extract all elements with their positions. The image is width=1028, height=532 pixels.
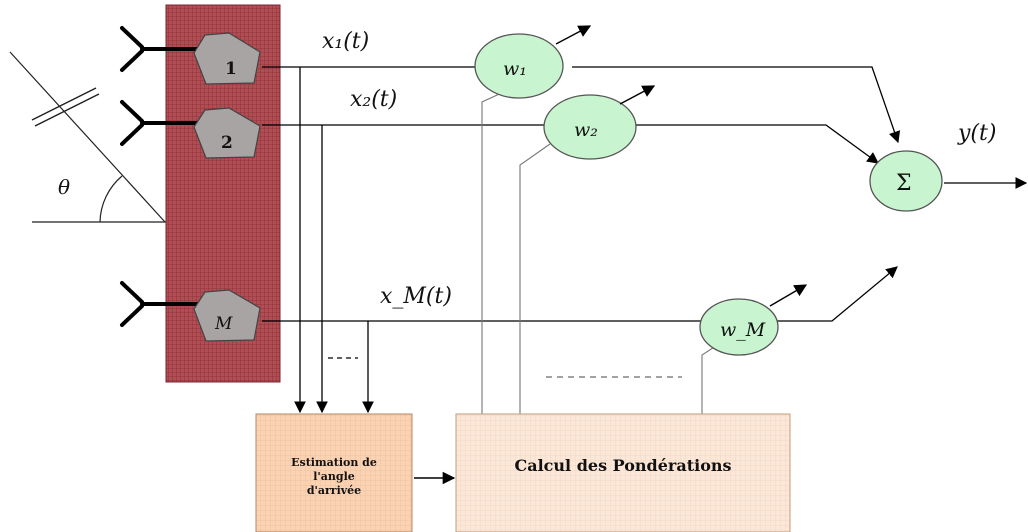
angle-arc bbox=[99, 175, 123, 223]
signal-line-m bbox=[262, 267, 897, 322]
element-2-label: 2 bbox=[221, 133, 233, 153]
element-1-hexagon bbox=[193, 32, 261, 85]
weight-w1-adjust-arrow bbox=[555, 25, 592, 45]
weight-w2-adjust-arrow bbox=[619, 85, 656, 105]
element-2-hexagon bbox=[193, 107, 261, 159]
weight-w1-node bbox=[474, 33, 564, 99]
weight-w2-label: w₂ bbox=[574, 119, 598, 141]
weight-w2-node bbox=[543, 94, 637, 160]
wavefront-line-b bbox=[34, 93, 100, 127]
element-1-label: 1 bbox=[225, 59, 237, 79]
signal-x1-label: x₁(t) bbox=[322, 29, 369, 54]
estimation-block bbox=[255, 413, 413, 532]
estimation-line-3: d'arrivée bbox=[307, 484, 361, 497]
summation-symbol: Σ bbox=[896, 171, 912, 196]
weight-wm-node bbox=[699, 298, 779, 356]
weight-wm-label: w_M bbox=[720, 319, 766, 341]
calcul-label: Calcul des Pondérations bbox=[515, 456, 732, 475]
calcul-block bbox=[455, 413, 791, 532]
output-label: y(t) bbox=[957, 121, 996, 146]
angle-label: θ bbox=[58, 175, 70, 199]
tap-lines bbox=[294, 67, 374, 414]
summation-node bbox=[869, 150, 943, 212]
signal-xm-label: x_M(t) bbox=[380, 284, 452, 309]
wavefront-line-a bbox=[31, 87, 97, 121]
signal-lines bbox=[262, 66, 1028, 322]
estimation-line-1: Estimation de bbox=[291, 456, 377, 469]
signal-x2-label: x₂(t) bbox=[350, 87, 397, 112]
weight-w1-label: w₁ bbox=[503, 58, 527, 80]
incident-ray bbox=[9, 51, 166, 223]
signal-line-1 bbox=[262, 66, 898, 142]
estimation-line-2: l'angle bbox=[313, 470, 355, 483]
element-m-hexagon bbox=[193, 289, 261, 342]
incidence-geometry bbox=[9, 51, 166, 223]
signal-line-2 bbox=[262, 124, 878, 163]
weight-wm-adjust-arrow bbox=[769, 284, 808, 307]
element-m-label: M bbox=[214, 314, 233, 334]
